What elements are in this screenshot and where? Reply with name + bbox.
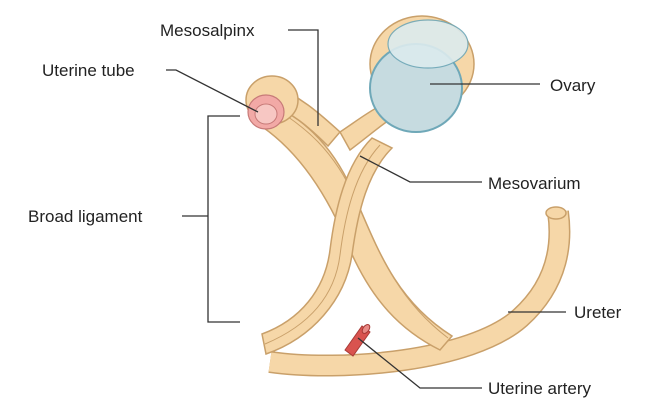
uterine-artery-leader	[357, 337, 482, 389]
mesovarium-label: Mesovarium	[488, 174, 581, 193]
ureter-body	[268, 210, 571, 377]
ureter-structure	[268, 206, 571, 377]
mesovarium-leader	[359, 155, 482, 183]
ligament-cross-fold	[261, 137, 394, 355]
uterine-artery-label: Uterine artery	[488, 379, 591, 398]
uterine-tube-lumen	[254, 103, 278, 125]
broad-ligament-label: Broad ligament	[28, 207, 143, 226]
ovary-structure	[369, 15, 475, 133]
broad-ligament-bracket	[207, 115, 240, 323]
uterine-artery-cut-end	[361, 324, 371, 334]
uterine-tube-structure	[245, 75, 299, 130]
uterine-tube-label: Uterine tube	[42, 61, 135, 80]
uterine-tube-leader	[166, 69, 259, 113]
ovary-label: Ovary	[550, 76, 596, 95]
mesosalpinx-leader	[288, 29, 319, 126]
ureter-inner	[268, 210, 569, 376]
ovary-back	[387, 19, 469, 69]
ureter-opening	[545, 206, 567, 220]
ureter-label: Ureter	[574, 303, 622, 322]
ligament-cross-fold-line	[264, 144, 381, 345]
mesosalpinx-label: Mesosalpinx	[160, 21, 255, 40]
uterine-artery-structure	[344, 324, 371, 357]
